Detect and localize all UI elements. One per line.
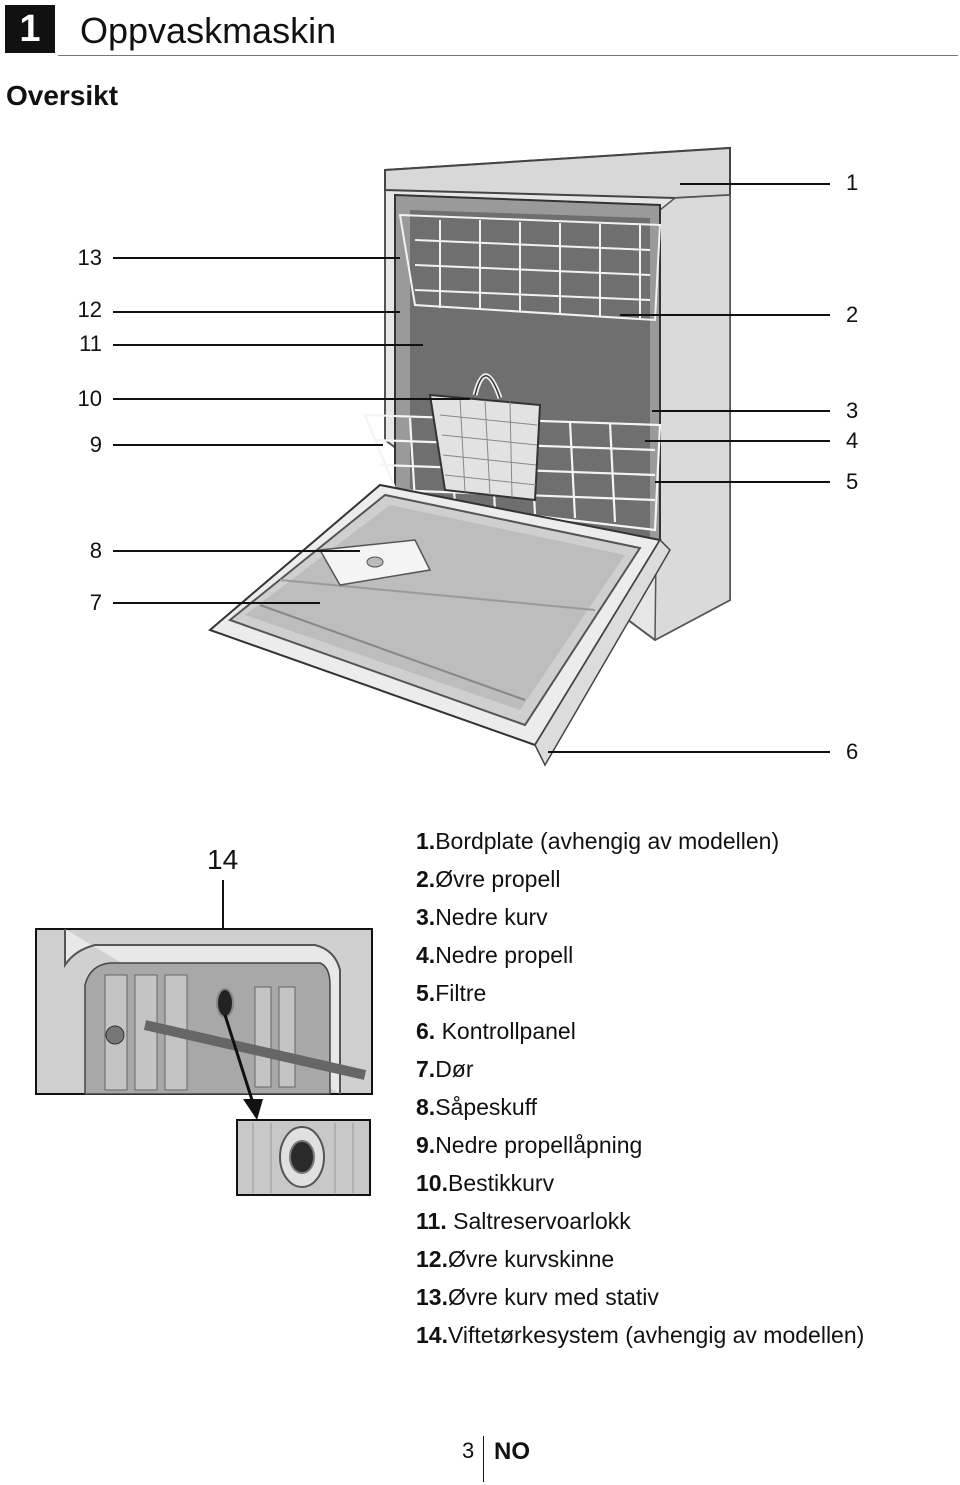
callout-8: 8 [89, 538, 102, 563]
leader-line-7 [113, 602, 320, 604]
legend-item-text: Såpeskuff [435, 1094, 538, 1120]
callout-1: 1 [846, 170, 859, 195]
legend-item: 12.Øvre kurvskinne [416, 1240, 864, 1278]
callout-10: 10 [77, 386, 102, 411]
callout-4: 4 [846, 428, 859, 453]
legend-item-text: Nedre propellåpning [435, 1132, 643, 1158]
leader-line-12 [113, 311, 400, 313]
leader-line-3 [652, 410, 830, 412]
leader-line-10 [113, 398, 470, 400]
footer-divider [483, 1436, 484, 1482]
legend-item-number: 7. [416, 1056, 436, 1082]
legend-item: 11. Saltreservoarlokk [416, 1202, 864, 1240]
legend-item-number: 5. [416, 980, 436, 1006]
legend-item-text: Saltreservoarlokk [446, 1208, 631, 1234]
callout-12: 12 [77, 297, 102, 322]
legend-item-text: Øvre kurvskinne [447, 1246, 615, 1272]
title-divider [58, 55, 958, 56]
leader-line-13 [113, 257, 400, 259]
leader-line-1 [680, 183, 830, 185]
legend-item: 1.Bordplate (avhengig av modellen) [416, 822, 864, 860]
callout-7: 7 [89, 590, 102, 615]
callout-5: 5 [846, 469, 859, 494]
legend-item-number: 1. [416, 828, 436, 854]
legend-item-text: Nedre kurv [435, 904, 548, 930]
language-code: NO [494, 1438, 530, 1465]
leader-line-4 [645, 440, 830, 442]
callout-11: 11 [79, 331, 102, 356]
legend-item: 13.Øvre kurv med stativ [416, 1278, 864, 1316]
legend-item-number: 13. [416, 1284, 448, 1310]
chapter-number-badge: 1 [5, 5, 55, 53]
legend-item: 6. Kontrollpanel [416, 1012, 864, 1050]
leader-line-8 [113, 550, 360, 552]
legend-item: 3.Nedre kurv [416, 898, 864, 936]
legend-item-number: 9. [416, 1132, 436, 1158]
fan-drying-inset-illustration [35, 928, 373, 1196]
legend-item-text: Bordplate (avhengig av modellen) [435, 828, 780, 854]
legend-item-number: 4. [416, 942, 436, 968]
legend-item-text: Dør [435, 1056, 474, 1082]
legend-item-text: Viftetørkesystem (avhengig av modellen) [447, 1322, 865, 1348]
legend-item-text: Øvre propell [435, 866, 561, 892]
callout-3: 3 [846, 398, 859, 423]
legend-item-number: 6. [416, 1018, 436, 1044]
legend-item-number: 14. [416, 1322, 448, 1348]
callout-9: 9 [89, 432, 102, 457]
callout-14: 14 [207, 844, 239, 875]
legend-item-number: 11. [416, 1208, 447, 1234]
legend-item-number: 10. [416, 1170, 448, 1196]
legend-item-number: 12. [416, 1246, 448, 1272]
legend-item-text: Filtre [435, 980, 487, 1006]
legend-item: 8.Såpeskuff [416, 1088, 864, 1126]
page-number: 3 [462, 1438, 475, 1463]
parts-legend: 1.Bordplate (avhengig av modellen) 2.Øvr… [416, 822, 864, 1354]
chapter-title: Oppvaskmaskin [80, 10, 337, 51]
leader-line-5 [655, 481, 830, 483]
section-title: Oversikt [6, 80, 119, 111]
legend-item: 9.Nedre propellåpning [416, 1126, 864, 1164]
callout-13: 13 [77, 245, 102, 270]
legend-item-text: Øvre kurv med stativ [447, 1284, 659, 1310]
dishwasher-illustration [208, 146, 731, 767]
legend-item-number: 8. [416, 1094, 436, 1120]
callout-6: 6 [846, 739, 859, 764]
callout-2: 2 [846, 302, 859, 327]
legend-item: 2.Øvre propell [416, 860, 864, 898]
legend-item: 10.Bestikkurv [416, 1164, 864, 1202]
leader-line-2 [620, 314, 830, 316]
legend-item: 5.Filtre [416, 974, 864, 1012]
legend-item: 14.Viftetørkesystem (avhengig av modelle… [416, 1316, 864, 1354]
leader-line-6 [548, 751, 830, 753]
legend-item-number: 2. [416, 866, 436, 892]
legend-item-text: Nedre propell [435, 942, 574, 968]
leader-line-9 [113, 444, 383, 446]
legend-item: 7.Dør [416, 1050, 864, 1088]
legend-item-text: Kontrollpanel [435, 1018, 576, 1044]
legend-item-text: Bestikkurv [447, 1170, 555, 1196]
leader-line-11 [113, 344, 423, 346]
legend-item: 4.Nedre propell [416, 936, 864, 974]
legend-item-number: 3. [416, 904, 436, 930]
